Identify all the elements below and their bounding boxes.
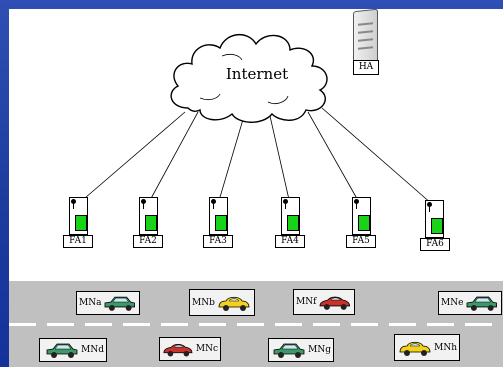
foreign-agent-3: [209, 197, 228, 235]
vehicle-mnh: MNh: [394, 334, 460, 361]
vehicle-label: MNh: [434, 342, 457, 353]
antenna-icon: [356, 201, 357, 209]
sedan-car-icon: [105, 296, 136, 311]
link-fa5: [307, 111, 361, 205]
sedan-car-icon: [273, 343, 305, 358]
sports-car-icon: [320, 296, 351, 310]
vehicle-label: MNb: [192, 297, 215, 308]
foreign-agent-1: [69, 197, 88, 235]
foreign-agent-1-label: FA1: [63, 235, 93, 248]
foreign-agent-5: [352, 197, 371, 235]
sports-car-icon: [163, 343, 193, 357]
sedan-car-icon: [467, 296, 498, 311]
antenna-icon: [429, 204, 430, 212]
link-fa2: [147, 111, 199, 205]
antenna-icon: [285, 201, 286, 209]
home-agent-label: HA: [353, 60, 379, 75]
vehicle-label: MNa: [79, 298, 102, 308]
lane-divider: [9, 323, 503, 326]
foreign-agent-6: [425, 200, 444, 238]
foreign-agent-6-label: FA6: [420, 238, 450, 251]
vehicle-label: MNf: [296, 297, 317, 307]
foreign-agent-2: [139, 197, 158, 235]
foreign-agent-2-label: FA2: [133, 235, 163, 248]
vehicle-mnd: MNd: [39, 338, 107, 362]
link-fa4: [269, 115, 291, 205]
vehicle-label: MNc: [195, 344, 218, 354]
link-fa1: [77, 111, 186, 205]
beetle-car-icon: [399, 341, 431, 356]
vehicle-mne: MNe: [438, 291, 502, 315]
server-icon: [353, 8, 378, 65]
antenna-icon: [73, 201, 74, 209]
cloud-label: Internet: [225, 65, 289, 83]
vehicle-label: MNg: [308, 345, 331, 355]
vehicle-mna: MNa: [76, 291, 140, 315]
antenna-icon: [213, 201, 214, 209]
link-fa6: [321, 107, 433, 205]
vehicle-mng: MNg: [268, 338, 334, 362]
vehicle-label: MNd: [81, 345, 104, 355]
foreign-agent-4: [281, 197, 300, 235]
foreign-agent-5-label: FA5: [346, 235, 376, 248]
vehicle-mnc: MNc: [159, 337, 221, 361]
foreign-agent-4-label: FA4: [275, 235, 305, 248]
link-fa3: [217, 115, 245, 205]
foreign-agent-3-label: FA3: [203, 235, 233, 248]
vehicle-mnb: MNb: [189, 289, 255, 316]
sedan-car-icon: [46, 343, 78, 358]
antenna-icon: [143, 201, 144, 209]
vehicle-label: MNe: [441, 298, 464, 308]
beetle-car-icon: [218, 296, 250, 311]
vehicle-mnf: MNf: [293, 289, 355, 315]
